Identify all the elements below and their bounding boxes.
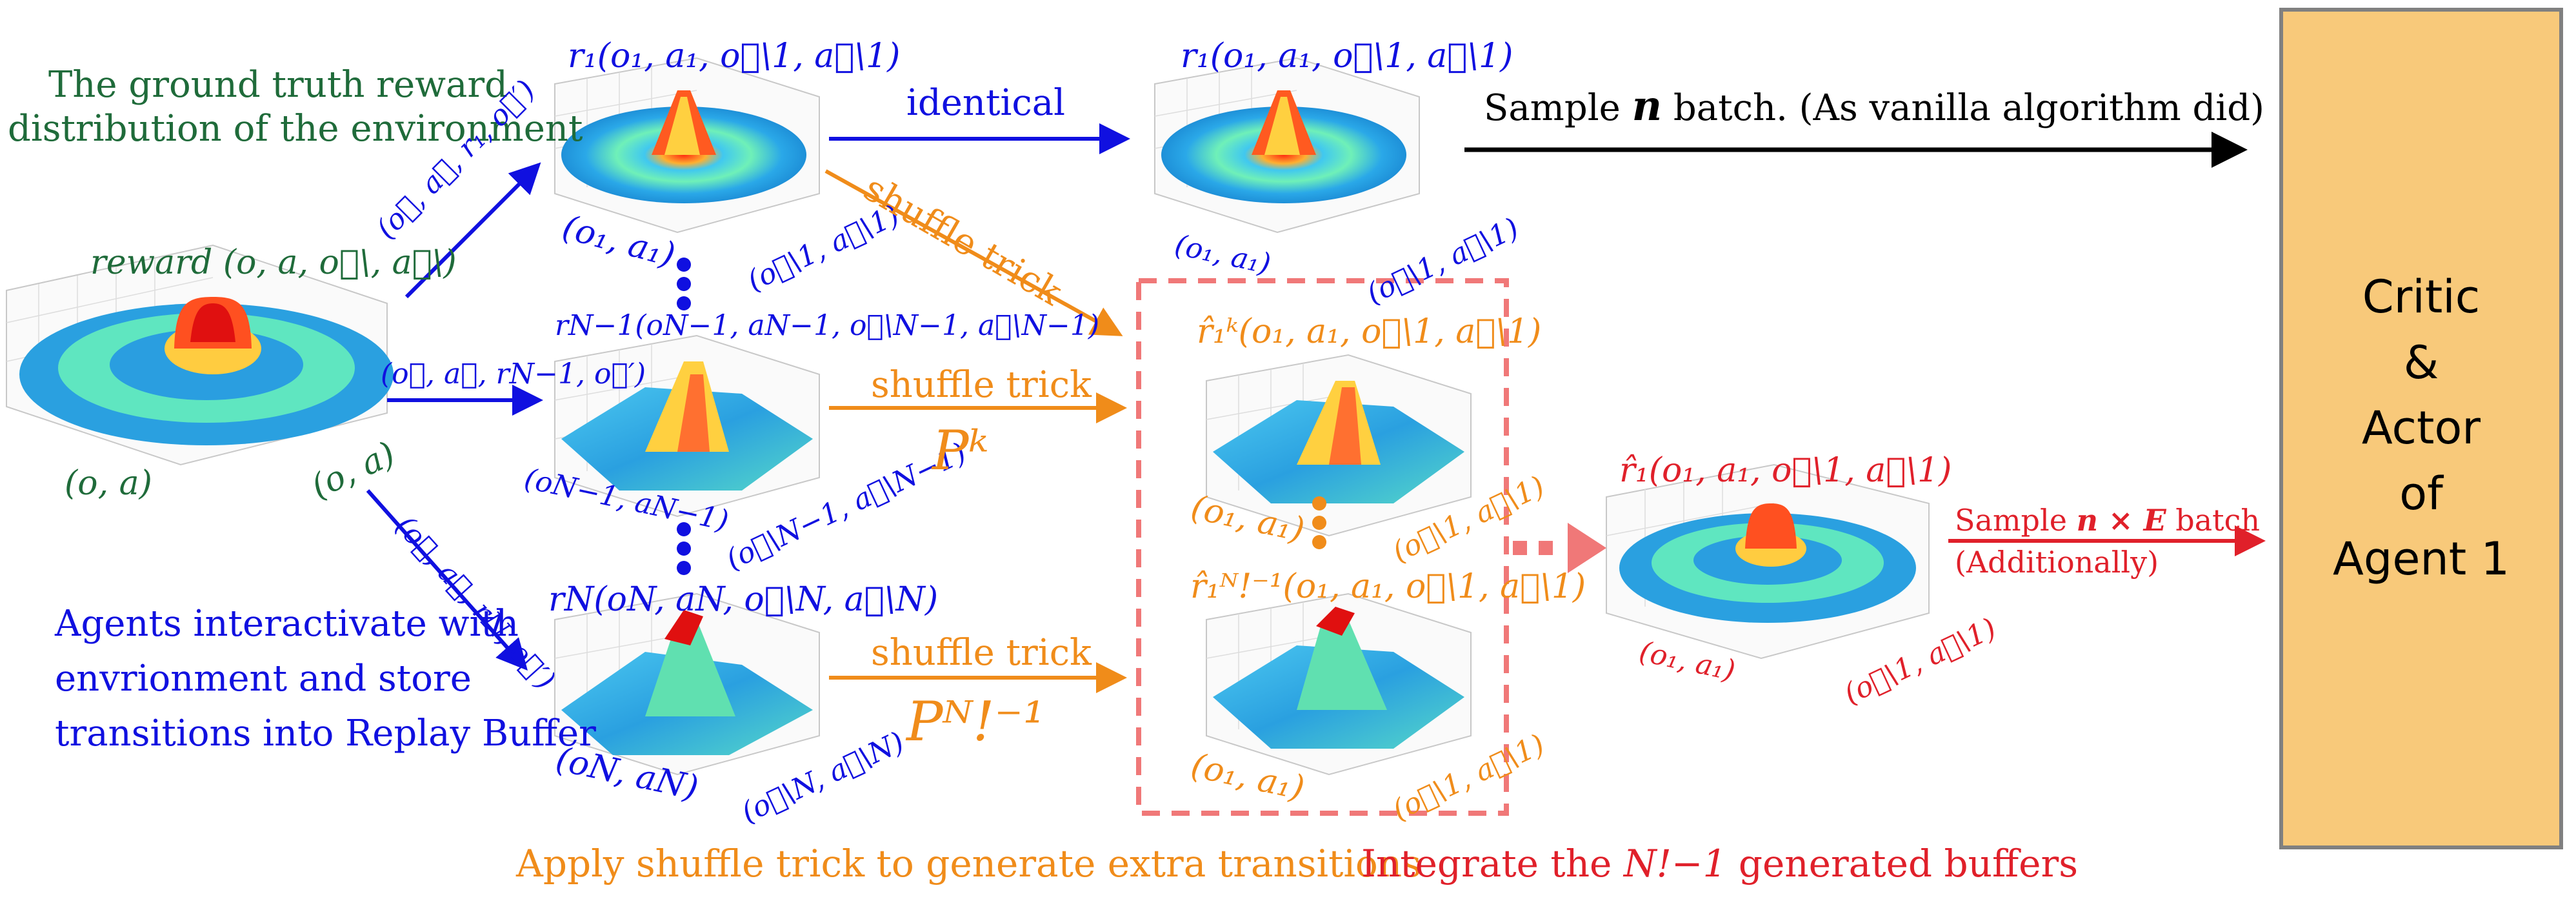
sample-ne-label: Sample n × E batch <box>1955 503 2260 538</box>
additionally-label: (Additionally) <box>1955 545 2159 580</box>
rhat-k-surface-plot <box>1206 354 1472 537</box>
rhat-k-label: r̂₁ᵏ(o₁, a₁, o⃗\1, a⃗\1) <box>1197 312 1542 351</box>
pk-label: Pᵏ <box>932 419 989 482</box>
caption-red-suffix: generated buffers <box>1738 842 2078 886</box>
sample-n-suffix: batch. (As vanilla algorithm did) <box>1673 87 2264 129</box>
orange-ellipsis <box>1312 496 1326 549</box>
agents-text-line3: transitions into Replay Buffer <box>55 713 596 754</box>
caption-orange: Apply shuffle trick to generate extra tr… <box>516 842 1421 886</box>
r1-copy-label: r₁(o₁, a₁, o⃗\1, a⃗\1) <box>1181 37 1513 76</box>
r1-surface-plot <box>554 57 820 234</box>
critic-line-0: Critic <box>2362 270 2481 324</box>
rhat-integrated-label: r̂₁(o₁, a₁, o⃗\1, a⃗\1) <box>1619 451 1952 490</box>
rhat-n-surface-plot <box>1206 592 1472 776</box>
reward-word: reward <box>90 243 213 282</box>
rN-1-label: rN−1(oN−1, aN−1, o⃗\N−1, a⃗\N−1) <box>555 309 1099 342</box>
caption-red-var: N!−1 <box>1623 842 1727 886</box>
reward-label: reward (o, a, o⃗\, a⃗\) <box>90 243 457 283</box>
blue-ellipsis-bottom <box>677 522 691 575</box>
arrow-shuffle-diagonal <box>824 169 1123 336</box>
rhat-n-label: r̂₁ᴺ!⁻¹(o₁, a₁, o⃗\1, a⃗\1) <box>1190 567 1586 606</box>
sample-ne-var: n × E <box>2076 503 2166 538</box>
oa-left-axis-label: (o, a) <box>65 464 152 503</box>
critic-line-1: & <box>2403 336 2439 389</box>
arrow-to-rN <box>366 489 528 671</box>
critic-actor-box: Critic & Actor of Agent 1 <box>2279 8 2563 849</box>
sample-n-prefix: Sample <box>1484 87 1621 129</box>
generated-buffers-dashed-box <box>1136 278 1509 816</box>
critic-line-4: Agent 1 <box>2333 532 2510 586</box>
r1-copy-surface-plot <box>1154 57 1420 234</box>
sample-n-var: n <box>1632 82 1662 130</box>
reward-args: (o, a, o⃗\, a⃗\) <box>223 243 457 282</box>
rN-1-surface-plot <box>554 334 820 518</box>
caption-red: Integrate the N!−1 generated buffers <box>1361 842 2078 886</box>
rN-label: rN(oN, aN, o⃗\N, a⃗\N) <box>548 580 939 619</box>
blue-ellipsis-top <box>677 258 691 310</box>
edge-label-mid: (o⃗, a⃗, rN−1, o⃗′) <box>381 358 646 390</box>
r1-label: r₁(o₁, a₁, o⃗\1, a⃗\1) <box>568 37 901 76</box>
shuffle-mid-label: shuffle trick <box>871 364 1092 406</box>
sample-ne-suffix: batch <box>2175 503 2261 538</box>
rN-surface-plot <box>554 592 820 776</box>
shuffle-bottom-label: shuffle trick <box>871 632 1092 674</box>
sample-n-label: Sample n batch. (As vanilla algorithm di… <box>1484 83 2264 130</box>
rhat-integrated-surface-plot <box>1606 463 1930 660</box>
agents-text-line2: envrionment and store <box>55 658 472 700</box>
critic-actor-text: Critic & Actor of Agent 1 <box>2333 265 2510 592</box>
integrate-arrow <box>1513 523 1606 573</box>
ground-truth-title-line2: distribution of the environment <box>8 108 583 150</box>
identical-label: identical <box>906 82 1066 124</box>
ground-truth-surface-plot <box>6 244 394 466</box>
sample-ne-prefix: Sample <box>1955 503 2067 538</box>
agents-text-line1: Agents interactivate with <box>55 603 519 645</box>
ground-truth-title-line1: The ground truth reward <box>48 64 508 106</box>
arrow-to-r1 <box>404 162 541 299</box>
critic-line-2: Actor <box>2361 401 2481 455</box>
caption-red-prefix: Integrate the <box>1361 842 1612 886</box>
pn-label: Pᴺ!⁻¹ <box>906 690 1045 753</box>
critic-line-3: of <box>2399 467 2443 520</box>
